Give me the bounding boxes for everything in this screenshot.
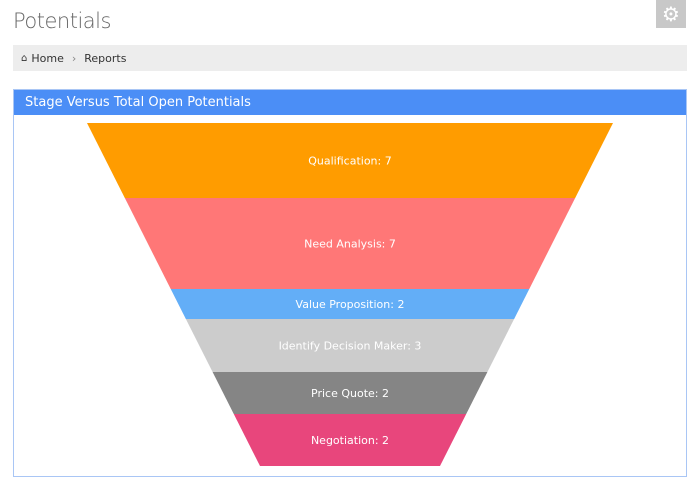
breadcrumb-reports[interactable]: Reports	[84, 51, 127, 65]
funnel-label: Qualification: 7	[308, 155, 391, 168]
funnel-label: Price Quote: 2	[311, 387, 389, 400]
funnel-segment-need-analysis[interactable]	[124, 198, 576, 289]
funnel-label: Negotiation: 2	[311, 434, 389, 447]
funnel-segment-identify-decision-maker[interactable]	[185, 319, 515, 372]
home-icon: ⌂	[21, 52, 28, 64]
funnel-segment-value-proposition[interactable]	[170, 289, 530, 319]
funnel-segment-negotiation[interactable]	[233, 414, 467, 466]
funnel-segment-price-quote[interactable]	[212, 372, 488, 414]
funnel-label: Value Proposition: 2	[296, 298, 405, 311]
breadcrumb-home[interactable]: Home	[31, 51, 64, 65]
page-title: Potentials	[13, 9, 111, 33]
funnel-label: Need Analysis: 7	[304, 238, 396, 251]
breadcrumb-separator: ›	[71, 51, 77, 65]
gear-icon[interactable]: ⚙	[656, 0, 686, 28]
breadcrumb: ⌂ Home › Reports	[13, 45, 687, 71]
chart-panel: Stage Versus Total Open Potentials	[13, 89, 687, 477]
funnel-segment-qualification[interactable]	[87, 123, 613, 198]
funnel-label: Identify Decision Maker: 3	[279, 340, 422, 353]
chart-title: Stage Versus Total Open Potentials	[14, 90, 686, 115]
